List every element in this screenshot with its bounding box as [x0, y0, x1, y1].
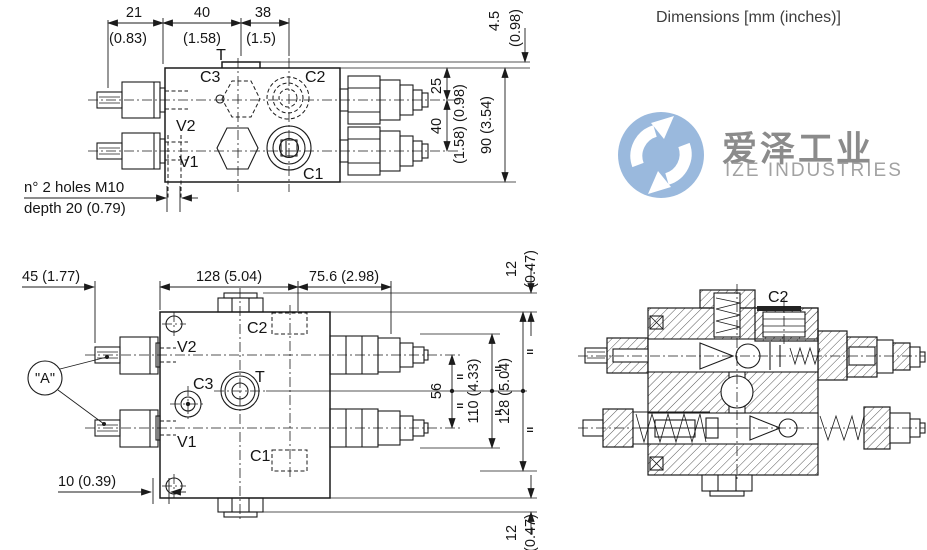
- label-c3-top: C3: [200, 69, 221, 86]
- label-c1-top: C1: [303, 166, 324, 183]
- label-v2-bottom: V2: [177, 339, 197, 356]
- note-line1: n° 2 holes M10: [24, 179, 124, 196]
- dim-21: 21: [126, 5, 142, 21]
- dim-21-in: (0.83): [109, 31, 147, 47]
- bottom-view-dimensions: 45 (1.77) 128 (5.04) 75.6 (2.98) 12 (0.4…: [22, 250, 539, 550]
- label-v2-top: V2: [176, 118, 196, 135]
- label-c3-bottom: C3: [193, 376, 214, 393]
- mounting-hole-bottom: [162, 474, 186, 498]
- top-view-drawing: 21 (0.83) 40 (1.58) 38 (1.5) 25 40 (1.58…: [24, 5, 530, 217]
- label-c1-bottom: C1: [250, 448, 271, 465]
- dim-38: 38: [255, 5, 271, 21]
- label-c2-section: C2: [768, 289, 789, 306]
- left-fitting-v2-bottom: [94, 336, 161, 375]
- mounting-hole-top: [162, 312, 186, 336]
- logo-swirl-icon: [630, 116, 692, 194]
- plug-nut-top: [217, 292, 264, 313]
- label-t-bottom: T: [255, 369, 265, 386]
- cartridge-valve-bottom-row1: [329, 335, 429, 375]
- dim-12-bottom: 12: [504, 525, 520, 541]
- port-c3-bottom: [170, 386, 206, 422]
- bottom-view-drawing: "A": [22, 250, 539, 550]
- page-title: Dimensions [mm (inches)]: [656, 9, 841, 26]
- cross-plug-top: [649, 315, 664, 330]
- port-c1-hidden: [271, 449, 308, 472]
- equal-mark-128-bottom: =: [526, 423, 533, 437]
- cross-plug-bottom: [649, 456, 664, 471]
- dim-75-6: 75.6 (2.98): [309, 269, 379, 285]
- equal-mark-110-top: =: [494, 362, 501, 376]
- note-line2: depth 20 (0.79): [24, 200, 126, 217]
- dim-12-top-in: (0.47): [523, 250, 539, 288]
- cartridge-valve-top-row2: [339, 126, 429, 176]
- section-port-c2: [754, 306, 819, 342]
- hole-note: n° 2 holes M10 depth 20 (0.79): [24, 179, 198, 217]
- equal-mark-110-bottom: =: [494, 406, 501, 420]
- dim-56: 56: [429, 383, 445, 399]
- dim-4-5: 4.5: [487, 11, 503, 31]
- port-circle-c2-top: [266, 76, 310, 120]
- left-fitting-v1-bottom: [94, 409, 161, 448]
- logo-company-name-cn: 爱泽工业: [722, 130, 875, 169]
- equal-mark-56-top: =: [456, 370, 463, 384]
- section-view-drawing: C2: [578, 284, 926, 497]
- dim-40-right: 40: [429, 118, 445, 134]
- dim-40: 40: [194, 5, 210, 21]
- cartridge-valve-bottom-row2: [329, 408, 429, 448]
- detail-balloon-a: "A": [27, 355, 109, 426]
- dim-38-in: (1.5): [246, 31, 276, 47]
- label-c2-top: C2: [305, 69, 326, 86]
- equal-mark-56-bottom: =: [456, 399, 463, 413]
- equal-mark-128-top: =: [526, 345, 533, 359]
- logo-company-name-en: IZE INDUSTRIES: [725, 160, 903, 181]
- ize-logo-mark: [618, 112, 704, 198]
- dim-25: 25: [429, 78, 445, 94]
- cartridge-valve-top-row1: [339, 75, 429, 125]
- dim-4-5-in: (0.98): [508, 9, 524, 47]
- port-c2-hidden: [271, 312, 308, 335]
- label-c2-bottom: C2: [247, 320, 268, 337]
- balloon-a-label: "A": [35, 371, 55, 387]
- top-view-dimensions: 21 (0.83) 40 (1.58) 38 (1.5) 25 40 (1.58…: [107, 5, 529, 183]
- plug-nut-bottom: [217, 497, 264, 518]
- label-v1-top: V1: [179, 154, 199, 171]
- dim-40-in: (1.58): [183, 31, 221, 47]
- dim-110: 110 (4.33): [466, 358, 482, 423]
- dim-12-top: 12: [504, 261, 520, 277]
- dim-10: 10 (0.39): [58, 474, 116, 490]
- dim-12-bottom-in: (0.47): [523, 514, 539, 550]
- dim-90: 90 (3.54): [479, 96, 495, 154]
- dim-128-top: 128 (5.04): [196, 269, 262, 285]
- label-v1-bottom: V1: [177, 434, 197, 451]
- dim-128-right: 128 (5.04): [497, 358, 513, 424]
- dim-40-25-in: (1.58) (0.98): [452, 84, 468, 164]
- dim-45: 45 (1.77): [22, 269, 80, 285]
- label-t-top: T: [216, 47, 226, 64]
